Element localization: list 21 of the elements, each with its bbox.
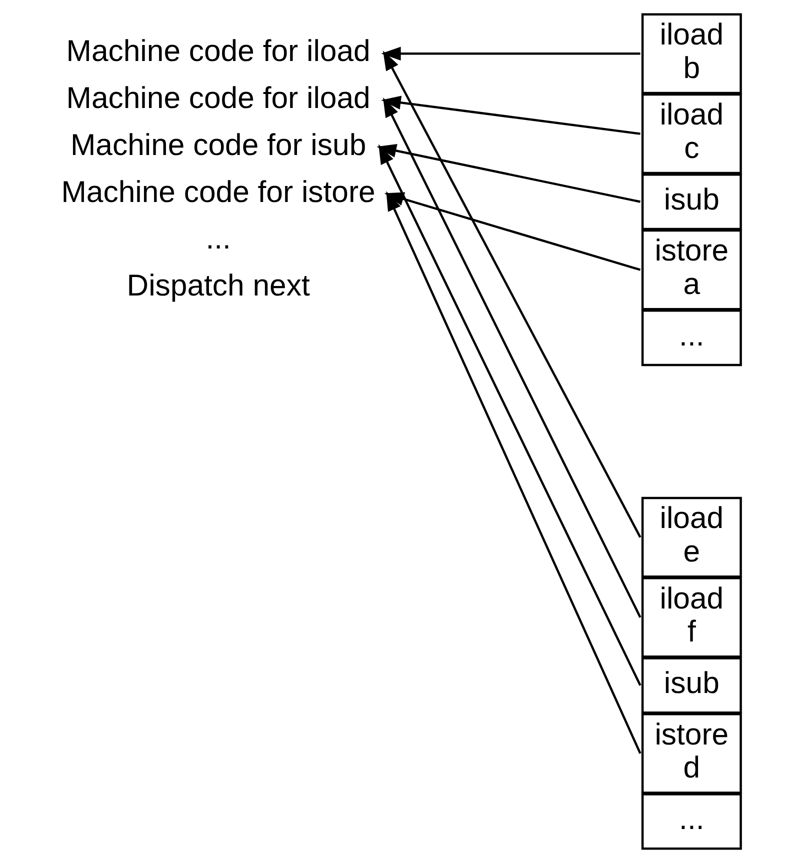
node-box: istore d <box>640 712 742 794</box>
arrow <box>386 191 641 754</box>
node-box: iload c <box>640 93 742 174</box>
node-box: iload f <box>640 576 742 658</box>
node-text: Machine code for istore <box>60 176 375 209</box>
node-box: iload e <box>640 496 742 578</box>
arrow <box>380 46 640 61</box>
node-box: isub <box>640 173 742 230</box>
node-box: ... <box>640 793 742 850</box>
node-text: Machine code for iload <box>66 35 370 68</box>
arrow <box>376 144 640 203</box>
label: ... <box>205 222 230 256</box>
label: Dispatch next <box>126 269 310 302</box>
node-box: isub <box>640 657 742 714</box>
node-text: Machine code for isub <box>70 128 366 162</box>
node-box: ... <box>640 309 742 366</box>
node-box: iload b <box>640 13 742 94</box>
arrow <box>380 96 640 135</box>
arrow <box>378 144 641 686</box>
node-text: Machine code for iload <box>66 82 370 116</box>
node-box: istore a <box>640 229 742 310</box>
